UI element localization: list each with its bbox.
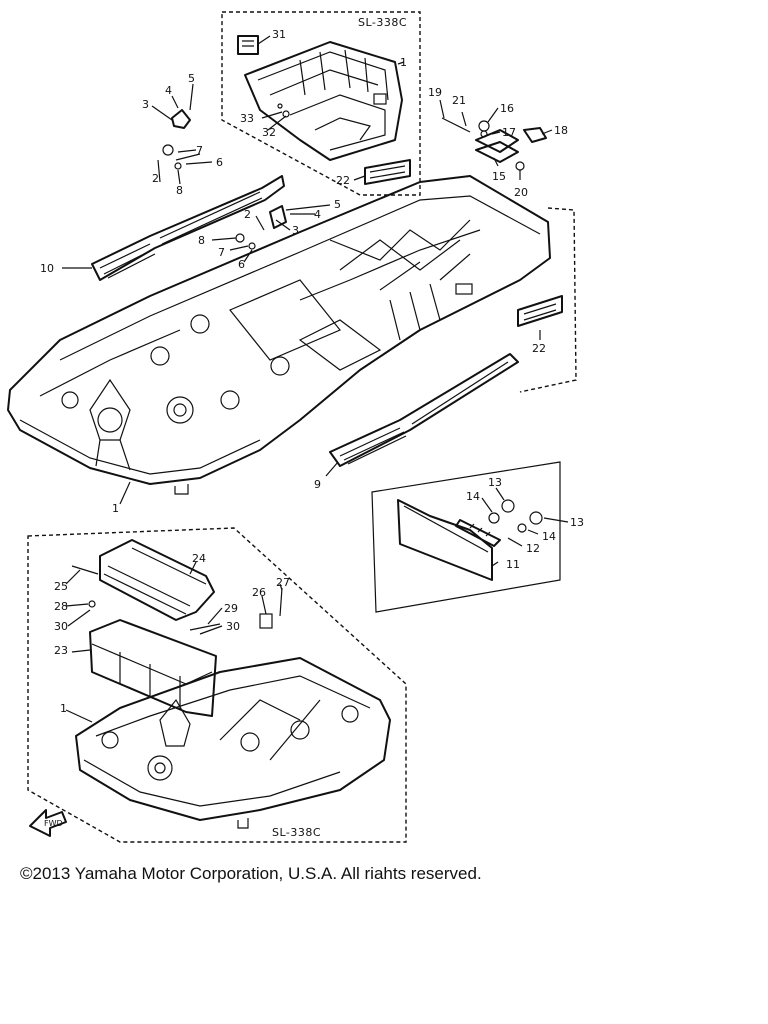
lower-hull: 1: [60, 657, 391, 829]
callout-13-b: 13: [570, 516, 584, 529]
callout-3-upper: 3: [142, 98, 149, 111]
fwd-arrow: FWD: [29, 809, 67, 837]
callout-1-main: 1: [112, 502, 119, 515]
callout-30-left: 30: [54, 620, 68, 633]
callout-21: 21: [452, 94, 466, 107]
callout-2-upper: 2: [152, 172, 159, 185]
callout-10: 10: [40, 262, 54, 275]
callout-7-upper: 7: [196, 144, 203, 157]
copyright-notice: ©2013 Yamaha Motor Corporation, U.S.A. A…: [20, 864, 482, 883]
callout-1-top: 1: [400, 56, 407, 69]
flap-assembly-panel: 13 14 13 14 12 11: [371, 461, 584, 613]
callout-31: 31: [272, 28, 286, 41]
sticker-31: [237, 35, 259, 55]
tail-nameplate-top: [364, 159, 411, 185]
callout-1-bottom: 1: [60, 702, 67, 715]
right-side-panel: 22: [517, 207, 577, 393]
callout-6-upper: 6: [216, 156, 223, 169]
callout-29: 29: [224, 602, 238, 615]
running-board-left: 10: [40, 175, 285, 281]
callout-33: 33: [240, 112, 254, 125]
middle-hardware: 5 4 2 3 8 7 6: [198, 198, 341, 271]
callout-24: 24: [192, 552, 206, 565]
bottom-inset-label: SL-338C: [272, 826, 321, 839]
callout-30-right: 30: [226, 620, 240, 633]
bottom-inset-panel: SL-338C 24 23: [27, 527, 407, 843]
callout-5-mid: 5: [334, 198, 341, 211]
callout-26: 26: [252, 586, 266, 599]
callout-20: 20: [514, 186, 528, 199]
seat-cushion: 24: [99, 539, 215, 621]
callout-3-mid: 3: [292, 224, 299, 237]
parts-exploded-diagram: SL-338C 31 1 33 32 22: [7, 11, 584, 843]
callout-13-a: 13: [488, 476, 502, 489]
rear-carrier-assembly: [244, 41, 403, 161]
fwd-label: FWD: [44, 819, 63, 828]
callout-6-mid: 6: [238, 258, 245, 271]
callout-19: 19: [428, 86, 442, 99]
callout-4-mid: 4: [314, 208, 321, 221]
top-inset-panel: SL-338C 31 1 33 32 22: [221, 11, 421, 196]
callout-8-upper: 8: [176, 184, 183, 197]
callout-22-top: 22: [336, 174, 350, 187]
callout-18: 18: [554, 124, 568, 137]
callout-28: 28: [54, 600, 68, 613]
callout-11: 11: [506, 558, 520, 571]
callout-14-b: 14: [542, 530, 556, 543]
right-bracket-hardware: 19 21 16 17 18 15 20: [428, 86, 568, 199]
callout-4-upper: 4: [165, 84, 172, 97]
callout-22-side: 22: [532, 342, 546, 355]
callout-8-mid: 8: [198, 234, 205, 247]
callout-16: 16: [500, 102, 514, 115]
callout-9: 9: [314, 478, 321, 491]
callout-5-upper: 5: [188, 72, 195, 85]
running-board-right: 9: [314, 353, 519, 491]
callout-2-mid: 2: [244, 208, 251, 221]
callout-7-mid: 7: [218, 246, 225, 259]
top-inset-label: SL-338C: [358, 16, 407, 29]
main-hull-frame: 1: [7, 175, 551, 515]
callout-15: 15: [492, 170, 506, 183]
callout-14-a: 14: [466, 490, 480, 503]
callout-25: 25: [54, 580, 68, 593]
callout-12: 12: [526, 542, 540, 555]
callout-27: 27: [276, 576, 290, 589]
bottom-hardware: 25 28 30 29 30 26 27: [54, 565, 290, 635]
callout-23: 23: [54, 644, 68, 657]
upper-left-hardware: 5 4 3 2 7 6 8: [142, 72, 223, 197]
callout-17: 17: [502, 126, 516, 139]
callout-32: 32: [262, 126, 276, 139]
